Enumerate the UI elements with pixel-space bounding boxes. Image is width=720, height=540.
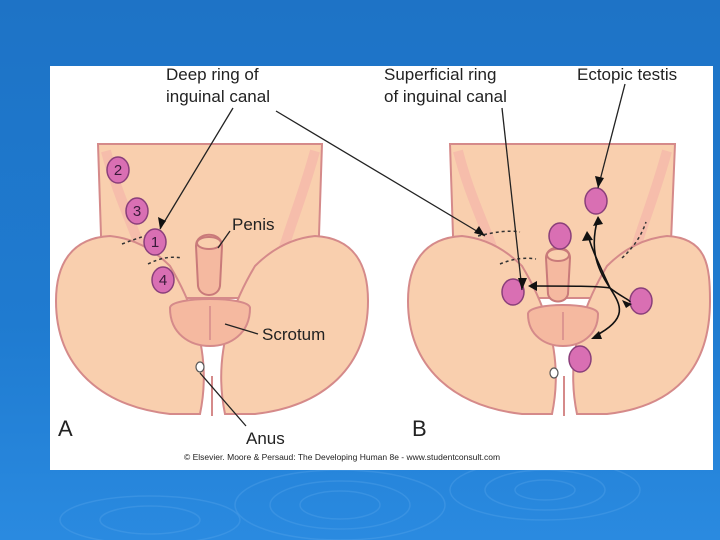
- leader-lines: [159, 83, 626, 427]
- penis-label: Penis: [232, 215, 275, 234]
- deep-ring-label-line2: inguinal canal: [166, 87, 270, 106]
- svg-text:2: 2: [114, 162, 122, 179]
- inguinal-canal-figure: 2 3 1 4: [50, 66, 713, 470]
- leader-arrowheads: [158, 176, 604, 290]
- panel-a-penis: [194, 233, 224, 296]
- panel-b-label: B: [412, 416, 427, 441]
- arrowheads: [528, 216, 632, 339]
- panel-b-anus: [549, 367, 559, 379]
- panel-b-drawing: [406, 143, 712, 416]
- panel-a-anus: [195, 361, 205, 373]
- superficial-ring-label-line1: Superficial ring: [384, 66, 496, 84]
- ectopic-testis-upper: [584, 187, 608, 215]
- scrotum-label: Scrotum: [262, 325, 325, 344]
- superficial-ring-label-line2: of inguinal canal: [384, 87, 507, 106]
- ectopic-testis-right: [629, 287, 653, 315]
- panel-b-right-thigh: [572, 234, 712, 415]
- position-1-marker: 1: [143, 228, 167, 256]
- position-3-marker: 3: [125, 197, 149, 225]
- panel-a-drawing: 2 3 1 4: [54, 143, 370, 416]
- ectopic-testis-left: [501, 278, 525, 306]
- ectopic-testis-mid: [548, 222, 572, 250]
- ectopic-testis-lower: [568, 345, 592, 373]
- svg-text:3: 3: [133, 203, 141, 220]
- position-2-marker: 2: [106, 156, 130, 184]
- panel-a-right-thigh: [220, 234, 370, 415]
- anus-label: Anus: [246, 429, 285, 448]
- ripple-decoration: [59, 459, 641, 540]
- deep-ring-label-line1: Deep ring of: [166, 66, 259, 84]
- ectopic-testis-label: Ectopic testis: [577, 66, 677, 84]
- copyright-credit: © Elsevier. Moore & Persaud: The Develop…: [184, 452, 500, 462]
- svg-text:4: 4: [159, 272, 167, 289]
- panel-a-label: A: [58, 416, 73, 441]
- svg-text:1: 1: [151, 234, 159, 251]
- position-4-marker: 4: [151, 266, 175, 294]
